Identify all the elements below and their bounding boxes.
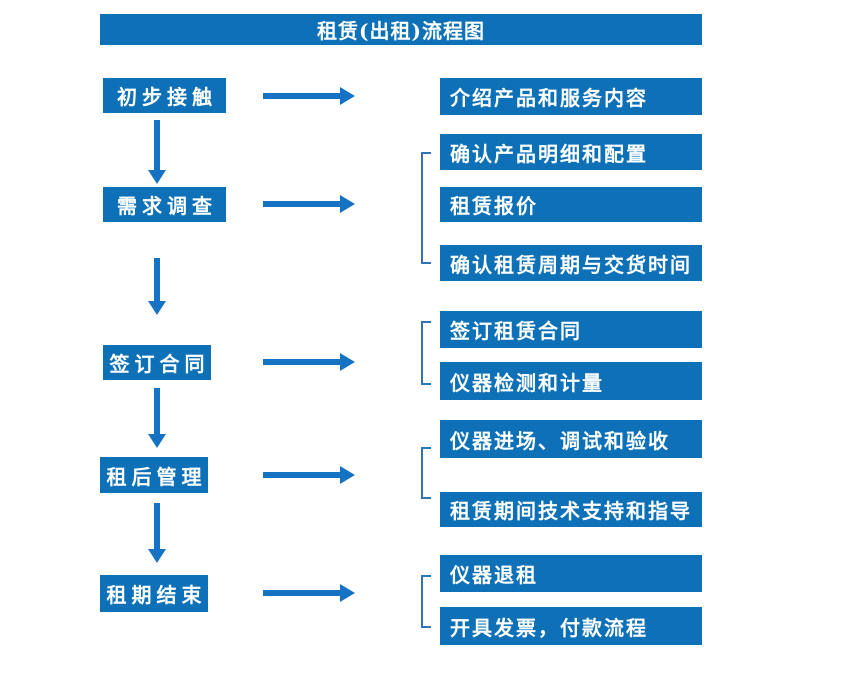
group-bracket [421,575,431,628]
detail-rental-quote: 租赁报价 [440,187,702,222]
arrow-down-icon [148,258,166,315]
arrow-right-icon [263,87,355,105]
detail-invoice-payment: 开具发票，付款流程 [440,607,702,645]
diagram-title: 租赁(出租)流程图 [100,14,702,45]
detail-intro-products-services: 介绍产品和服务内容 [440,78,702,115]
arrow-right-icon [263,195,355,213]
arrow-right-icon [263,466,355,484]
arrow-down-icon [148,388,166,448]
detail-confirm-product-config: 确认产品明细和配置 [440,134,702,170]
detail-sign-rental-contract: 签订租赁合同 [440,311,702,348]
group-bracket [421,152,431,264]
detail-instrument-return: 仪器退租 [440,555,702,592]
step-post-rental-management: 租后管理 [100,457,208,493]
detail-instrument-inspection: 仪器检测和计量 [440,362,702,400]
step-initial-contact: 初步接触 [103,78,226,113]
detail-confirm-period-delivery: 确认租赁周期与交货时间 [440,245,702,281]
step-sign-contract: 签订合同 [103,345,211,380]
arrow-right-icon [263,353,355,371]
arrow-right-icon [263,584,355,602]
arrow-down-icon [148,120,166,184]
detail-tech-support-guidance: 租赁期间技术支持和指导 [440,492,702,527]
step-demand-survey: 需求调查 [103,187,226,222]
group-bracket [421,447,431,499]
step-lease-end: 租期结束 [100,575,208,612]
arrow-down-icon [148,503,166,563]
detail-instrument-entry-acceptance: 仪器进场、调试和验收 [440,420,702,458]
group-bracket [421,321,431,385]
